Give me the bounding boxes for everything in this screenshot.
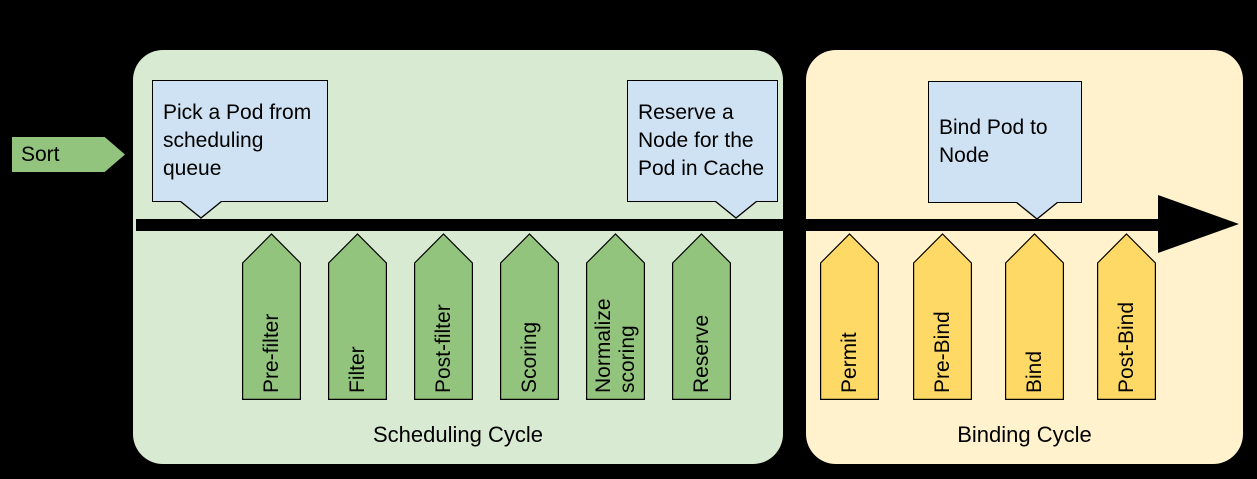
- plugin-arrow-post-bind: Post-Bind: [1097, 233, 1156, 400]
- plugin-label-permit: Permit: [837, 332, 861, 393]
- sort-step-label: Sort: [21, 142, 60, 166]
- plugin-label-post-filter: Post-filter: [431, 304, 455, 393]
- plugin-arrow-bind: Bind: [1005, 233, 1064, 400]
- plugin-label-normalize-scoring: Normalize scoring: [591, 298, 639, 393]
- plugin-label-pre-filter: Pre-filter: [259, 313, 283, 393]
- plugin-arrow-permit: Permit: [820, 233, 879, 400]
- plugin-arrow-scoring: Scoring: [500, 233, 559, 400]
- plugin-arrow-pre-bind: Pre-Bind: [913, 233, 972, 400]
- plugin-label-scoring: Scoring: [517, 321, 541, 393]
- callout-bind-pod-text: Bind Pod to Node: [939, 116, 1048, 167]
- callout-reserve-node-text: Reserve a Node for the Pod in Cache: [638, 101, 765, 180]
- sort-step-arrow: Sort: [12, 137, 125, 172]
- plugin-arrow-post-filter: Post-filter: [414, 233, 473, 400]
- callout-reserve-node: Reserve a Node for the Pod in Cache: [627, 80, 778, 202]
- callout-pick-pod: Pick a Pod from scheduling queue: [152, 80, 328, 202]
- plugin-label-post-bind: Post-Bind: [1114, 301, 1138, 393]
- plugin-label-pre-bind: Pre-Bind: [930, 311, 954, 393]
- plugin-label-filter: Filter: [345, 346, 369, 393]
- plugin-arrow-filter: Filter: [328, 233, 387, 400]
- plugin-label-bind: Bind: [1022, 350, 1046, 393]
- callout-pick-pod-pointer-icon: [179, 201, 223, 219]
- callout-pick-pod-text: Pick a Pod from scheduling queue: [163, 101, 312, 180]
- plugin-arrow-normalize-scoring: Normalize scoring: [586, 233, 645, 400]
- timeline-arrow-shaft: [136, 219, 1162, 231]
- callout-bind-pod-pointer-icon: [1015, 202, 1059, 220]
- callout-reserve-node-pointer-icon: [714, 201, 758, 219]
- plugin-arrow-pre-filter: Pre-filter: [242, 233, 301, 400]
- binding-cycle-label: Binding Cycle: [957, 422, 1092, 447]
- plugin-label-reserve: Reserve: [689, 314, 713, 393]
- callout-bind-pod: Bind Pod to Node: [928, 81, 1082, 203]
- scheduling-cycle-label: Scheduling Cycle: [373, 422, 543, 447]
- plugin-arrow-reserve: Reserve: [672, 233, 731, 400]
